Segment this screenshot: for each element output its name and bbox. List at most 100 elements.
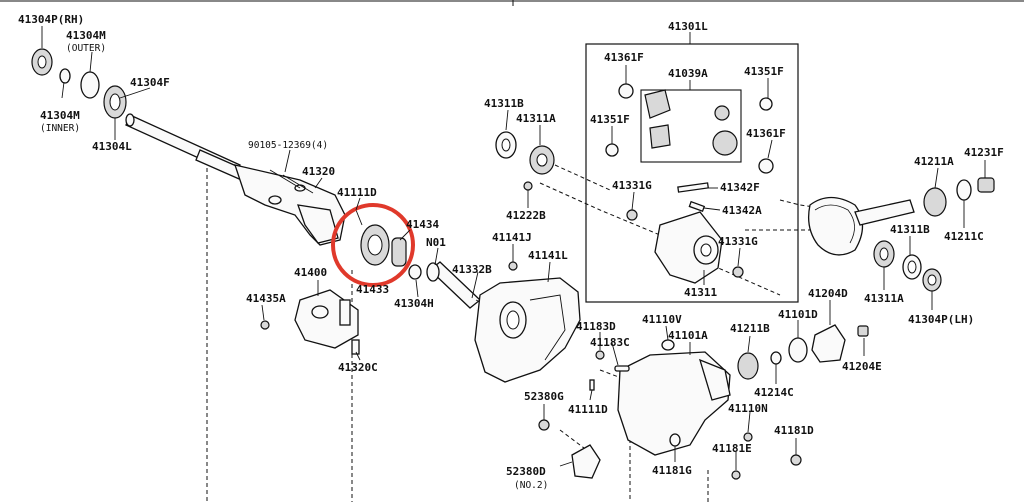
diff-case-41311: [654, 211, 723, 284]
plug-41183C: [614, 365, 630, 372]
snap-ring-inner: [59, 68, 71, 84]
bolt-41222B: [523, 181, 533, 191]
label-41434: 41434: [406, 218, 439, 231]
washer-41361F-top: [618, 83, 634, 99]
label-41141J: 41141J: [492, 231, 532, 244]
inner-shaft-N01: [408, 261, 483, 313]
washer-41361F-right: [758, 158, 774, 174]
label-41311A-left: 41311A: [516, 112, 556, 125]
snap-ring-outer: [80, 71, 100, 99]
label-41304H: 41304H: [394, 297, 434, 310]
label-41111D-top: 41111D: [337, 186, 377, 199]
bolt-41141J: [508, 261, 518, 271]
label-41331G-left: 41331G: [612, 179, 652, 192]
label-41304L: 41304L: [92, 140, 132, 153]
washer-41351F-right: [759, 97, 773, 111]
label-inner-note: (INNER): [40, 123, 80, 134]
label-52380D: 52380D: [506, 465, 546, 478]
label-52380D-note: (NO.2): [514, 480, 548, 491]
label-41351F-right: 41351F: [744, 65, 784, 78]
label-41110V: 41110V: [642, 313, 682, 326]
label-41211C: 41211C: [944, 230, 984, 243]
pin-41111D: [589, 379, 595, 391]
label-41400: 41400: [294, 266, 327, 279]
label-41111D-bottom: 41111D: [568, 403, 608, 416]
clutch-sleeve-group: [355, 209, 407, 267]
nut-41204E: [857, 325, 869, 337]
label-41361F-top: 41361F: [604, 51, 644, 64]
axle-tube-housing: [234, 164, 346, 246]
label-41204E: 41204E: [842, 360, 882, 373]
label-41435A: 41435A: [246, 292, 286, 305]
label-41181E: 41181E: [712, 442, 752, 455]
label-41304P-lh: 41304P(LH): [908, 313, 974, 326]
bracket-52380D: [571, 444, 601, 479]
pinion-gear-2: [649, 124, 671, 149]
flange-41204D: [811, 324, 846, 363]
washer-41331G-right: [732, 266, 744, 278]
plug-41181D: [790, 454, 802, 466]
label-41342F: 41342F: [720, 181, 760, 194]
highlight-circle: [331, 203, 415, 287]
label-41211A: 41211A: [914, 155, 954, 168]
plug-41110N: [743, 432, 753, 442]
label-41181G: 41181G: [652, 464, 692, 477]
pin-41342F: [677, 182, 710, 193]
pin-41342A: [688, 200, 706, 213]
label-41039A: 41039A: [668, 67, 708, 80]
label-41110N: 41110N: [728, 402, 768, 415]
ring-and-pinion: [807, 177, 995, 256]
left-bearings: [495, 131, 555, 271]
spacer-41214C: [770, 351, 782, 365]
seal-41101D: [788, 337, 808, 363]
label-41101A: 41101A: [668, 329, 708, 342]
label-41342A: 41342A: [722, 204, 762, 217]
label-90105: 90105-12369(4): [248, 140, 328, 151]
label-41311: 41311: [684, 286, 717, 299]
label-41222B: 41222B: [506, 209, 546, 222]
bearing-41211B: [737, 352, 759, 380]
label-41181D: 41181D: [774, 424, 814, 437]
label-41351F-left: 41351F: [590, 113, 630, 126]
label-41304M-inner: 41304M: [40, 109, 80, 122]
label-41304P-rh: 41304P(RH): [18, 13, 84, 26]
bearing-41211A: [923, 187, 947, 217]
nut-41231F: [977, 177, 995, 193]
bolt-52380G: [538, 419, 550, 431]
label-41301L: 41301L: [668, 20, 708, 33]
label-41211B: 41211B: [730, 322, 770, 335]
label-41183D: 41183D: [576, 320, 616, 333]
actuator-41400: [260, 289, 360, 355]
diff-carrier-41101A: [538, 324, 869, 480]
leader-lines: [41, 26, 986, 470]
label-41331G-right: 41331G: [718, 235, 758, 248]
label-N01: N01: [426, 236, 446, 249]
label-52380G: 52380G: [524, 390, 564, 403]
label-41311A-right: 41311A: [864, 292, 904, 305]
label-41231F: 41231F: [964, 146, 1004, 159]
label-41204D: 41204D: [808, 287, 848, 300]
differential-internals: [605, 83, 774, 284]
spacer-41211C: [956, 179, 972, 201]
label-41320: 41320: [302, 165, 335, 178]
pinion-gear-1: [644, 89, 671, 119]
label-41304F: 41304F: [130, 76, 170, 89]
right-bearings: [873, 240, 942, 292]
label-41320C: 41320C: [338, 361, 378, 374]
label-41332B: 41332B: [452, 263, 492, 276]
label-41433: 41433: [356, 283, 389, 296]
side-gear: [712, 130, 738, 156]
label-41361F-right: 41361F: [746, 127, 786, 140]
label-41183C: 41183C: [590, 336, 630, 349]
label-41311B-right: 41311B: [890, 223, 930, 236]
pin-41320C: [351, 339, 360, 355]
label-41304M-outer: 41304M: [66, 29, 106, 42]
pinion-gear-box: [640, 89, 742, 163]
label-41141L: 41141L: [528, 249, 568, 262]
label-41311B-left: 41311B: [484, 97, 524, 110]
washer-41331G-left: [626, 209, 638, 221]
gasket-41181G: [669, 433, 681, 447]
diff-cover-41141L: [474, 277, 581, 383]
